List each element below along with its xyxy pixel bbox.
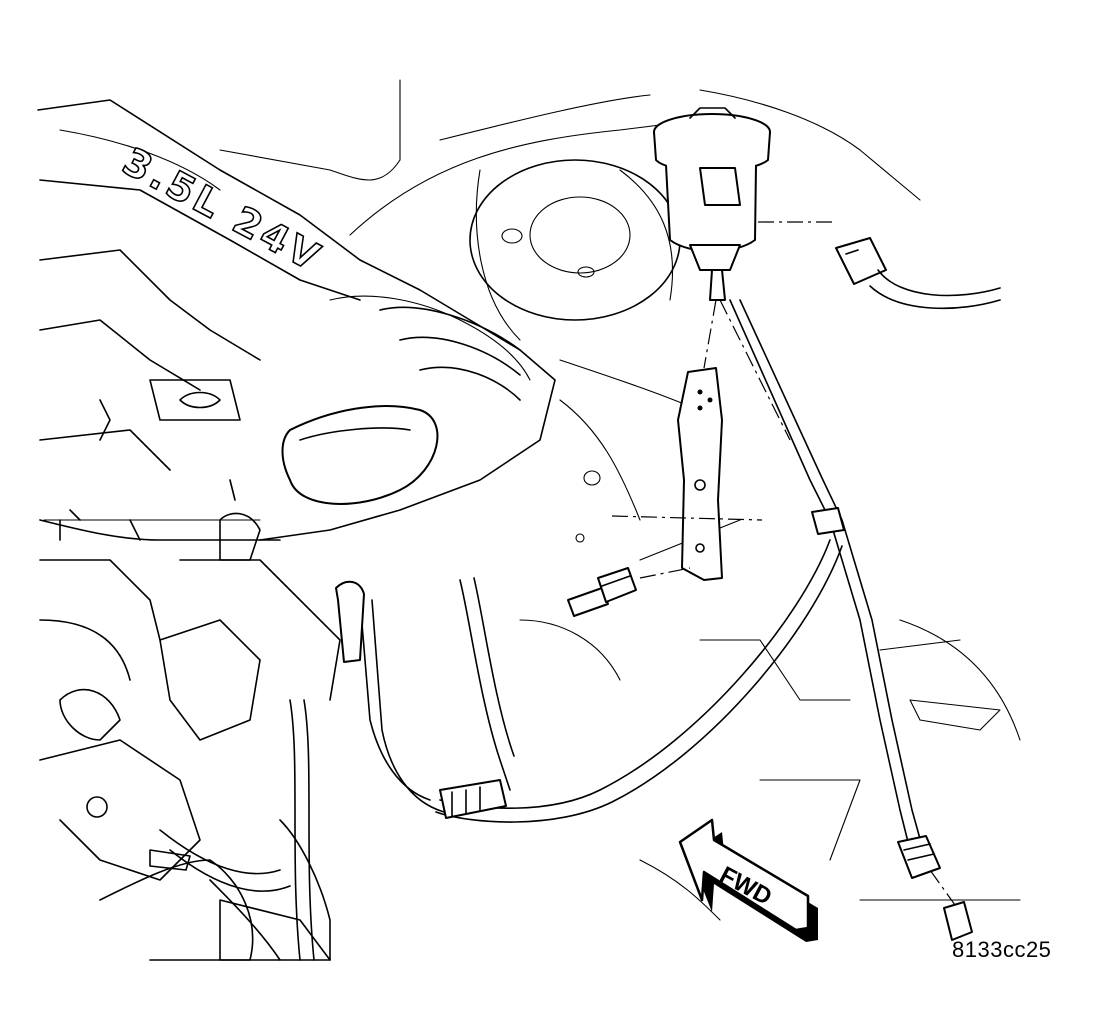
strut-tower-dome <box>469 159 681 321</box>
mounting-bracket <box>677 367 723 581</box>
engine-intake-manifold <box>37 99 556 961</box>
mounting-bolt <box>567 567 637 617</box>
throttle-body-port <box>281 405 439 505</box>
figure-reference-code: 8133cc25 <box>952 937 1052 962</box>
fender-bracket <box>909 699 1001 731</box>
vapor-hoses <box>149 299 923 961</box>
assembly-lines <box>611 221 956 906</box>
electrical-connector <box>835 237 1001 310</box>
fwd-direction-arrow: FWD <box>678 818 818 942</box>
svg-text:3.5L 24V: 3.5L 24V <box>116 139 330 281</box>
hose-end-fitting <box>897 835 973 941</box>
purge-solenoid <box>653 107 771 301</box>
engine-cover-lettering: 3.5L 24V <box>115 138 331 281</box>
solenoid-connector-port <box>699 167 741 206</box>
